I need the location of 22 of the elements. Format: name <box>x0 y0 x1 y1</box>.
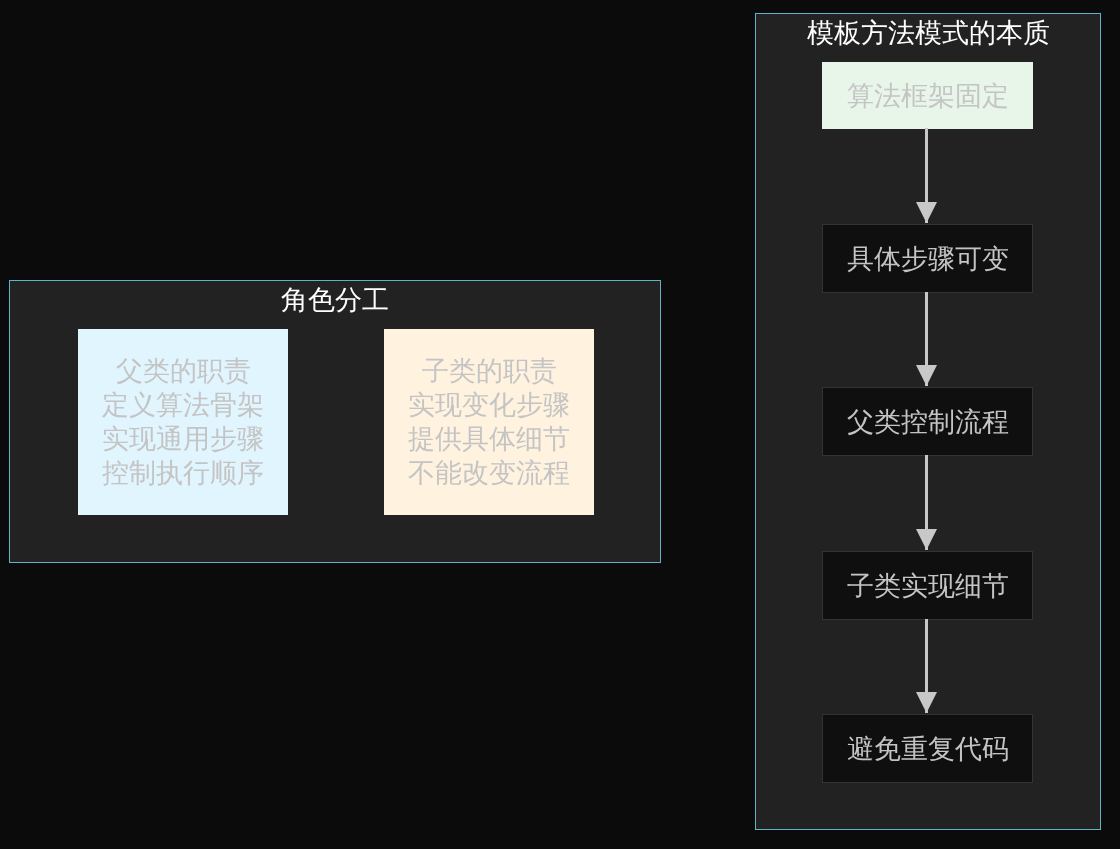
process-box: 避免重复代码 <box>822 714 1033 783</box>
text-line: 控制执行顺序 <box>102 456 264 490</box>
text-line: 父类的职责 <box>115 354 251 388</box>
arrow <box>916 619 937 713</box>
process-box <box>78 329 288 515</box>
group-title: 角色分工 <box>280 283 390 317</box>
process-box: 父类控制流程 <box>822 387 1033 456</box>
text-line: 提供具体细节 <box>408 422 570 456</box>
group-panel <box>9 280 661 563</box>
arrow <box>916 292 937 386</box>
text-line: 实现通用步骤 <box>102 422 264 456</box>
text-line: 实现变化步骤 <box>408 388 570 422</box>
process-box: 子类实现细节 <box>822 551 1033 620</box>
text-line: 不能改变流程 <box>408 456 570 490</box>
arrow <box>916 455 937 550</box>
group-title: 模板方法模式的本质 <box>805 16 1051 50</box>
text-line: 定义算法骨架 <box>102 388 264 422</box>
process-box <box>384 329 594 515</box>
text-line: 子类的职责 <box>421 354 557 388</box>
arrow <box>916 128 937 223</box>
group-panel <box>755 13 1101 830</box>
process-box: 具体步骤可变 <box>822 224 1033 293</box>
